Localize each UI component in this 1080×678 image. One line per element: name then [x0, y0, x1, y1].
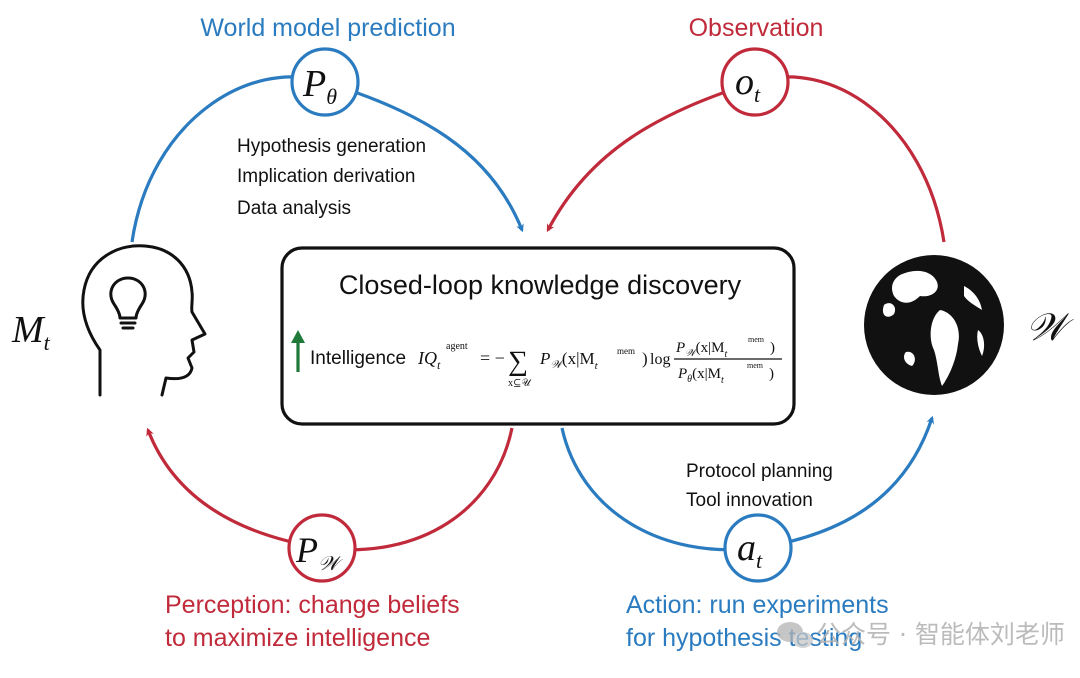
wechat-icon — [777, 622, 813, 648]
svg-text:= −: = − — [480, 348, 505, 368]
svg-text:agent: agent — [446, 341, 468, 352]
node-p-theta: Pθ — [290, 47, 360, 117]
svg-text:): ) — [769, 366, 774, 382]
list-item: Data analysis — [237, 198, 351, 219]
intelligence-formula: IQt agent = − ∑ x⊆𝒰 P𝒲(x|Mt mem ) log P𝒲… — [417, 335, 782, 389]
watermark-text: 公众号 · 智能体刘老师 — [816, 620, 1065, 649]
label-perception-line2: to maximize intelligence — [165, 624, 430, 652]
prediction-steps-list: Hypothesis generation Implication deriva… — [237, 136, 426, 219]
svg-text:): ) — [642, 349, 648, 368]
memory-label: Mt — [11, 309, 51, 355]
svg-text:log: log — [650, 351, 670, 368]
svg-text:): ) — [770, 340, 775, 356]
svg-text:∑: ∑ — [508, 346, 528, 377]
world-label: 𝒲 — [1026, 307, 1074, 349]
svg-text:P𝒲: P𝒲 — [295, 530, 344, 575]
label-observation: Observation — [689, 14, 824, 42]
svg-text:P𝒲(x|Mt: P𝒲(x|Mt — [675, 340, 728, 360]
center-box: Closed-loop knowledge discovery Intellig… — [280, 246, 796, 426]
svg-text:P𝒲(x|Mt: P𝒲(x|Mt — [539, 349, 599, 372]
svg-text:Pθ: Pθ — [302, 63, 337, 109]
svg-text:mem: mem — [747, 361, 764, 370]
list-item: Hypothesis generation — [237, 136, 426, 157]
center-box-title: Closed-loop knowledge discovery — [339, 270, 742, 300]
svg-text:Pθ(x|Mt: Pθ(x|Mt — [677, 366, 724, 386]
node-p-w: P𝒲 — [287, 513, 357, 583]
svg-text:IQt: IQt — [417, 348, 441, 372]
svg-text:ot: ot — [735, 61, 761, 107]
svg-text:at: at — [737, 527, 763, 573]
node-a-t: at — [723, 513, 793, 583]
action-steps-list: Protocol planning Tool innovation — [686, 461, 833, 511]
head-lightbulb-icon — [81, 244, 207, 397]
intelligence-label: Intelligence — [310, 348, 406, 369]
svg-text:mem: mem — [617, 346, 635, 356]
svg-text:mem: mem — [748, 335, 765, 344]
label-perception-line1: Perception: change beliefs — [165, 591, 460, 619]
list-item: Protocol planning — [686, 461, 833, 482]
node-o-t: ot — [720, 47, 790, 117]
globe-icon — [864, 255, 1004, 395]
label-world-model-prediction: World model prediction — [200, 14, 455, 42]
label-action-line1: Action: run experiments — [626, 591, 889, 619]
up-arrow-icon — [291, 330, 305, 372]
list-item: Tool innovation — [686, 490, 813, 511]
svg-text:x⊆𝒰: x⊆𝒰 — [508, 378, 532, 389]
label-action-line2: for hypothesis testing — [626, 624, 862, 652]
list-item: Implication derivation — [237, 166, 415, 187]
